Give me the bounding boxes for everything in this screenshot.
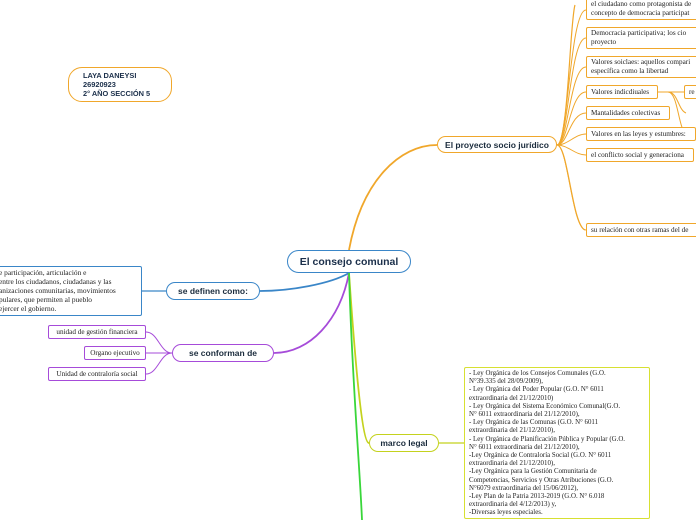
topic-proyecto-label: El proyecto socio jurídico	[445, 139, 549, 150]
link-conforman	[273, 272, 350, 354]
link-marco	[348, 272, 370, 444]
link-down	[348, 272, 363, 520]
link-item-5	[556, 133, 587, 146]
central-topic[interactable]: El consejo comunal	[287, 250, 411, 273]
link-definen	[259, 272, 350, 292]
link-item-3	[556, 91, 587, 146]
topic-se-definen[interactable]: se definen como:	[166, 282, 260, 300]
topic-definen-label: se definen como:	[178, 286, 248, 296]
subtopic-unidad-contraloria-social[interactable]: Unidad de contraloría social	[48, 367, 146, 381]
subtopic-conflicto-social[interactable]: el conflicto social y generaciona	[586, 148, 694, 162]
subtopic-relacion-ramas[interactable]: su relación con otras ramas del de	[586, 223, 696, 237]
definition-text[interactable]: e participación, articulación e entre lo…	[0, 266, 142, 316]
author-note-text: LAYA DANEYSI 26920923 2° AÑO SECCIÓN 5	[83, 71, 151, 98]
subtopic-valores-individuales[interactable]: Valores indicdiuales	[586, 85, 658, 99]
link-item-0	[556, 9, 587, 146]
link-item-7	[556, 144, 587, 231]
subtopic-valores-leyes-costumbres[interactable]: Valores en las leyes y estumbres:	[586, 127, 696, 141]
subtopic-unidad-gestion-financiera[interactable]: unidad de gestión financiera	[48, 325, 146, 339]
link-conf-2	[145, 352, 173, 375]
link-proyecto-trunk-down	[556, 144, 586, 231]
subtopic-mentalidades-colectivas[interactable]: Mantalidades colectivas	[586, 106, 670, 120]
marco-legal-text[interactable]: - Ley Orgánica de los Consejos Comunales…	[464, 367, 650, 519]
topic-conforman-label: se conforman de	[188, 348, 258, 358]
topic-marco-label: marco legal	[380, 438, 428, 448]
author-note[interactable]: LAYA DANEYSI 26920923 2° AÑO SECCIÓN 5	[68, 67, 172, 102]
link-proyecto	[348, 144, 438, 251]
subtopic-re[interactable]: re	[684, 85, 696, 99]
subtopic-valores-sociales[interactable]: Valores soiclaes: aquellos compari espec…	[586, 56, 696, 78]
central-topic-label: El consejo comunal	[299, 255, 399, 268]
topic-marco-legal[interactable]: marco legal	[369, 434, 439, 452]
link-item-4	[556, 112, 587, 146]
topic-se-conforman[interactable]: se conforman de	[172, 344, 274, 362]
link-conf-0	[145, 331, 173, 354]
link-item-2	[556, 66, 587, 146]
subtopic-organo-ejecutivo[interactable]: Organo ejecutivo	[84, 346, 146, 360]
topic-proyecto-socio-juridico[interactable]: El proyecto socio jurídico	[437, 136, 557, 153]
subtopic-ciudadano-protagonista[interactable]: el ciudadano como protagonista de concep…	[586, 0, 696, 20]
subtopic-democracia-participativa[interactable]: Democracia participativa; los cio proyec…	[586, 27, 696, 49]
link-item-6	[556, 144, 587, 156]
link-item-1	[556, 37, 587, 146]
